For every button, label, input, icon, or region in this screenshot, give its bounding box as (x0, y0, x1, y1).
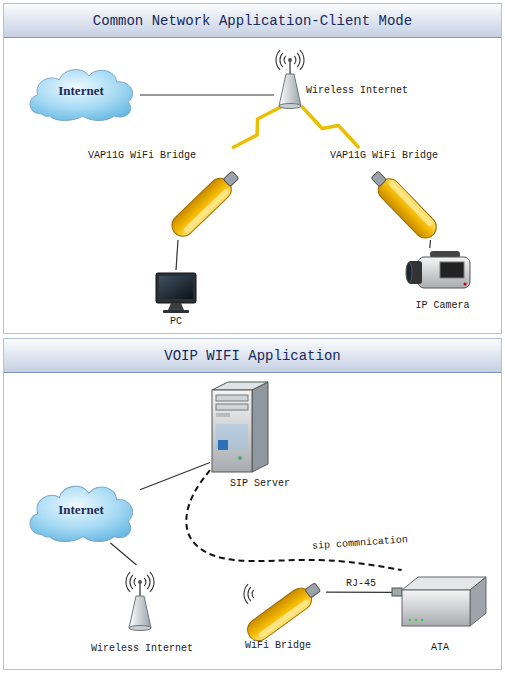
server-front (212, 390, 252, 472)
node-label: PC (150, 316, 202, 328)
ata-device: ATA (392, 570, 488, 656)
wireless-access-point: Wireless Internet (274, 48, 418, 106)
ip-camera: IP Camera (405, 248, 480, 312)
connector-line (429, 240, 431, 248)
ata-icon (392, 577, 486, 626)
connector-line (176, 240, 178, 270)
status-led (421, 619, 423, 621)
panel-band: VOIP WIFI ApplicationSIP ServerInternetW… (3, 338, 502, 670)
wireless-access-point: Wireless Internet (87, 565, 197, 657)
connector-line (326, 591, 392, 592)
front-panel (216, 424, 248, 450)
camera-led (464, 283, 467, 286)
node-label: Wireless Internet (87, 643, 197, 655)
edge-label: sip commnication (312, 533, 423, 553)
camera-icon (406, 251, 470, 288)
connector-line (111, 543, 137, 565)
access-point-icon (276, 50, 304, 108)
panel-band: Common Network Application-Client ModeIn… (3, 3, 502, 334)
node-label: Wireless Internet (306, 85, 416, 97)
access-point-icon (126, 572, 154, 630)
node-label: ATA (392, 642, 488, 654)
monitor-foot (163, 310, 189, 313)
power-button (238, 456, 242, 460)
node-label: WiFi Bridge (230, 640, 326, 652)
wifi-bridge: WiFi Bridge (230, 568, 326, 654)
camera-body (418, 257, 470, 288)
sip-server: SIP Server (210, 380, 295, 490)
connector-line (140, 94, 274, 95)
node-label: VAP11G WiFi Bridge (88, 150, 212, 162)
server-top (212, 382, 268, 390)
wireless-link (232, 106, 283, 148)
camera-lens (406, 263, 412, 283)
drive-bay (216, 395, 248, 401)
cloud-label: Internet (22, 502, 140, 518)
internet-cloud: Internet (22, 478, 140, 543)
wifi-bridge-icon (367, 167, 441, 243)
pc-monitor (156, 273, 196, 313)
wifi-bridge: VAP11G WiFi Bridge (328, 148, 453, 240)
edge-label: RJ-45 (346, 578, 396, 590)
monitor-screen (159, 276, 193, 299)
wifi-bridge: VAP11G WiFi Bridge (88, 148, 238, 240)
logo-sticker (218, 440, 228, 450)
server-side (252, 382, 268, 472)
wifi-bridge-icon (167, 167, 243, 241)
node-label: VAP11G WiFi Bridge (330, 150, 452, 162)
rj45-plug (392, 588, 402, 596)
pc: PC (150, 270, 202, 328)
panel-title: Common Network Application-Client Mode (4, 4, 501, 38)
wifi-bridge-icon (243, 578, 324, 645)
node-label: IP Camera (405, 300, 480, 312)
sip-link (186, 470, 401, 570)
radio-waves (244, 584, 254, 604)
server-icon (212, 382, 268, 472)
status-led (415, 619, 417, 621)
monitor-stand (168, 303, 184, 310)
panel-title: VOIP WIFI Application (4, 339, 501, 373)
status-led (409, 619, 411, 621)
monitor-frame (156, 273, 196, 303)
node-label: SIP Server (225, 478, 295, 490)
connector-line (140, 463, 210, 490)
internet-cloud: Internet (22, 62, 140, 122)
ata-front (402, 590, 470, 626)
drive-bay (216, 404, 248, 410)
ata-side (470, 577, 486, 626)
cloud-label: Internet (22, 83, 140, 99)
drive-slot (216, 413, 230, 417)
camera-screen (440, 262, 464, 278)
wireless-link (301, 106, 359, 148)
